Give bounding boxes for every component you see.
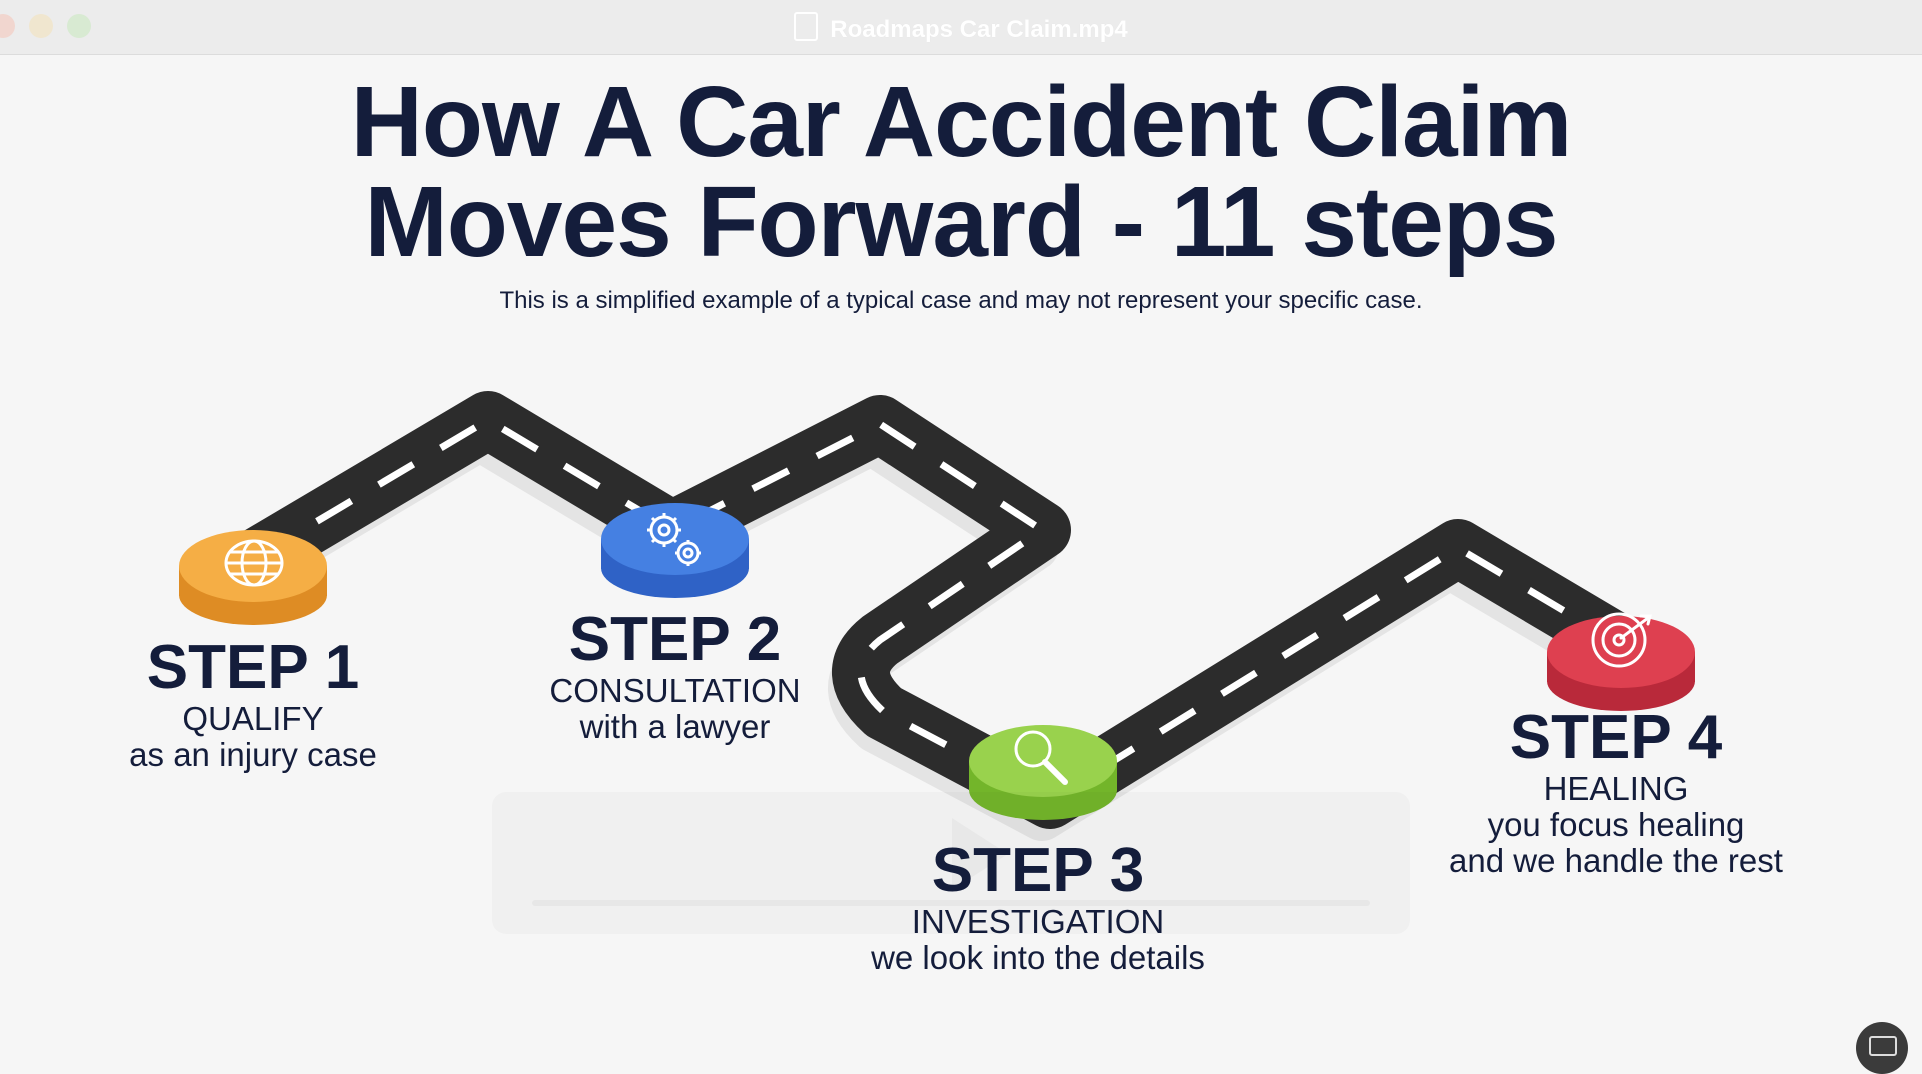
window-title: Roadmaps Car Claim.mp4 [0,12,1922,44]
close-window-button[interactable] [0,14,15,38]
gears-icon [647,513,701,566]
step-1-disc [179,530,327,625]
title-line-2: Moves Forward - 11 steps [364,166,1558,278]
step-2-label: STEP 2 CONSULTATION with a lawyer [500,607,850,745]
globe-icon [224,539,284,587]
step-1-label: STEP 1 QUALIFY as an injury case [103,635,403,773]
step-4-number: STEP 4 [1509,703,1723,772]
step-4-description-line-2: and we handle the rest [1449,842,1783,879]
picture-in-picture-button[interactable] [1856,1022,1908,1074]
step-4-name: HEALING [1543,770,1689,807]
step-3-label: STEP 3 INVESTIGATION we look into the de… [838,838,1238,976]
step-2-number: STEP 2 [568,605,782,674]
pip-icon [1869,1036,1897,1056]
step-3-name: INVESTIGATION [911,903,1165,940]
step-3-number: STEP 3 [931,836,1145,905]
step-3-description: we look into the details [871,939,1205,976]
video-title: How A Car Accident Claim Moves Forward -… [0,72,1922,272]
target-icon [1591,612,1652,668]
step-2-name: CONSULTATION [549,672,801,709]
minimize-window-button[interactable] [29,14,53,38]
step-4-disc [1547,616,1695,711]
document-icon [794,12,819,41]
step-1-name: QUALIFY [182,700,324,737]
roadmap-graphic [179,391,1695,841]
step-2-description: with a lawyer [579,708,771,745]
video-subtitle: This is a simplified example of a typica… [499,287,1423,314]
step-4-description: you focus healing [1487,806,1745,843]
magnifier-icon [1014,730,1068,785]
step-1-description: as an injury case [129,736,377,773]
window-title-text: Roadmaps Car Claim.mp4 [830,16,1128,43]
window-titlebar: Roadmaps Car Claim.mp4 [0,0,1922,55]
step-4-label: STEP 4 HEALING you focus healing and we … [1406,705,1826,879]
traffic-lights [0,14,91,38]
title-line-1: How A Car Accident Claim [350,66,1573,178]
zoom-window-button[interactable] [67,14,91,38]
road [226,391,1649,829]
step-1-number: STEP 1 [146,633,360,702]
